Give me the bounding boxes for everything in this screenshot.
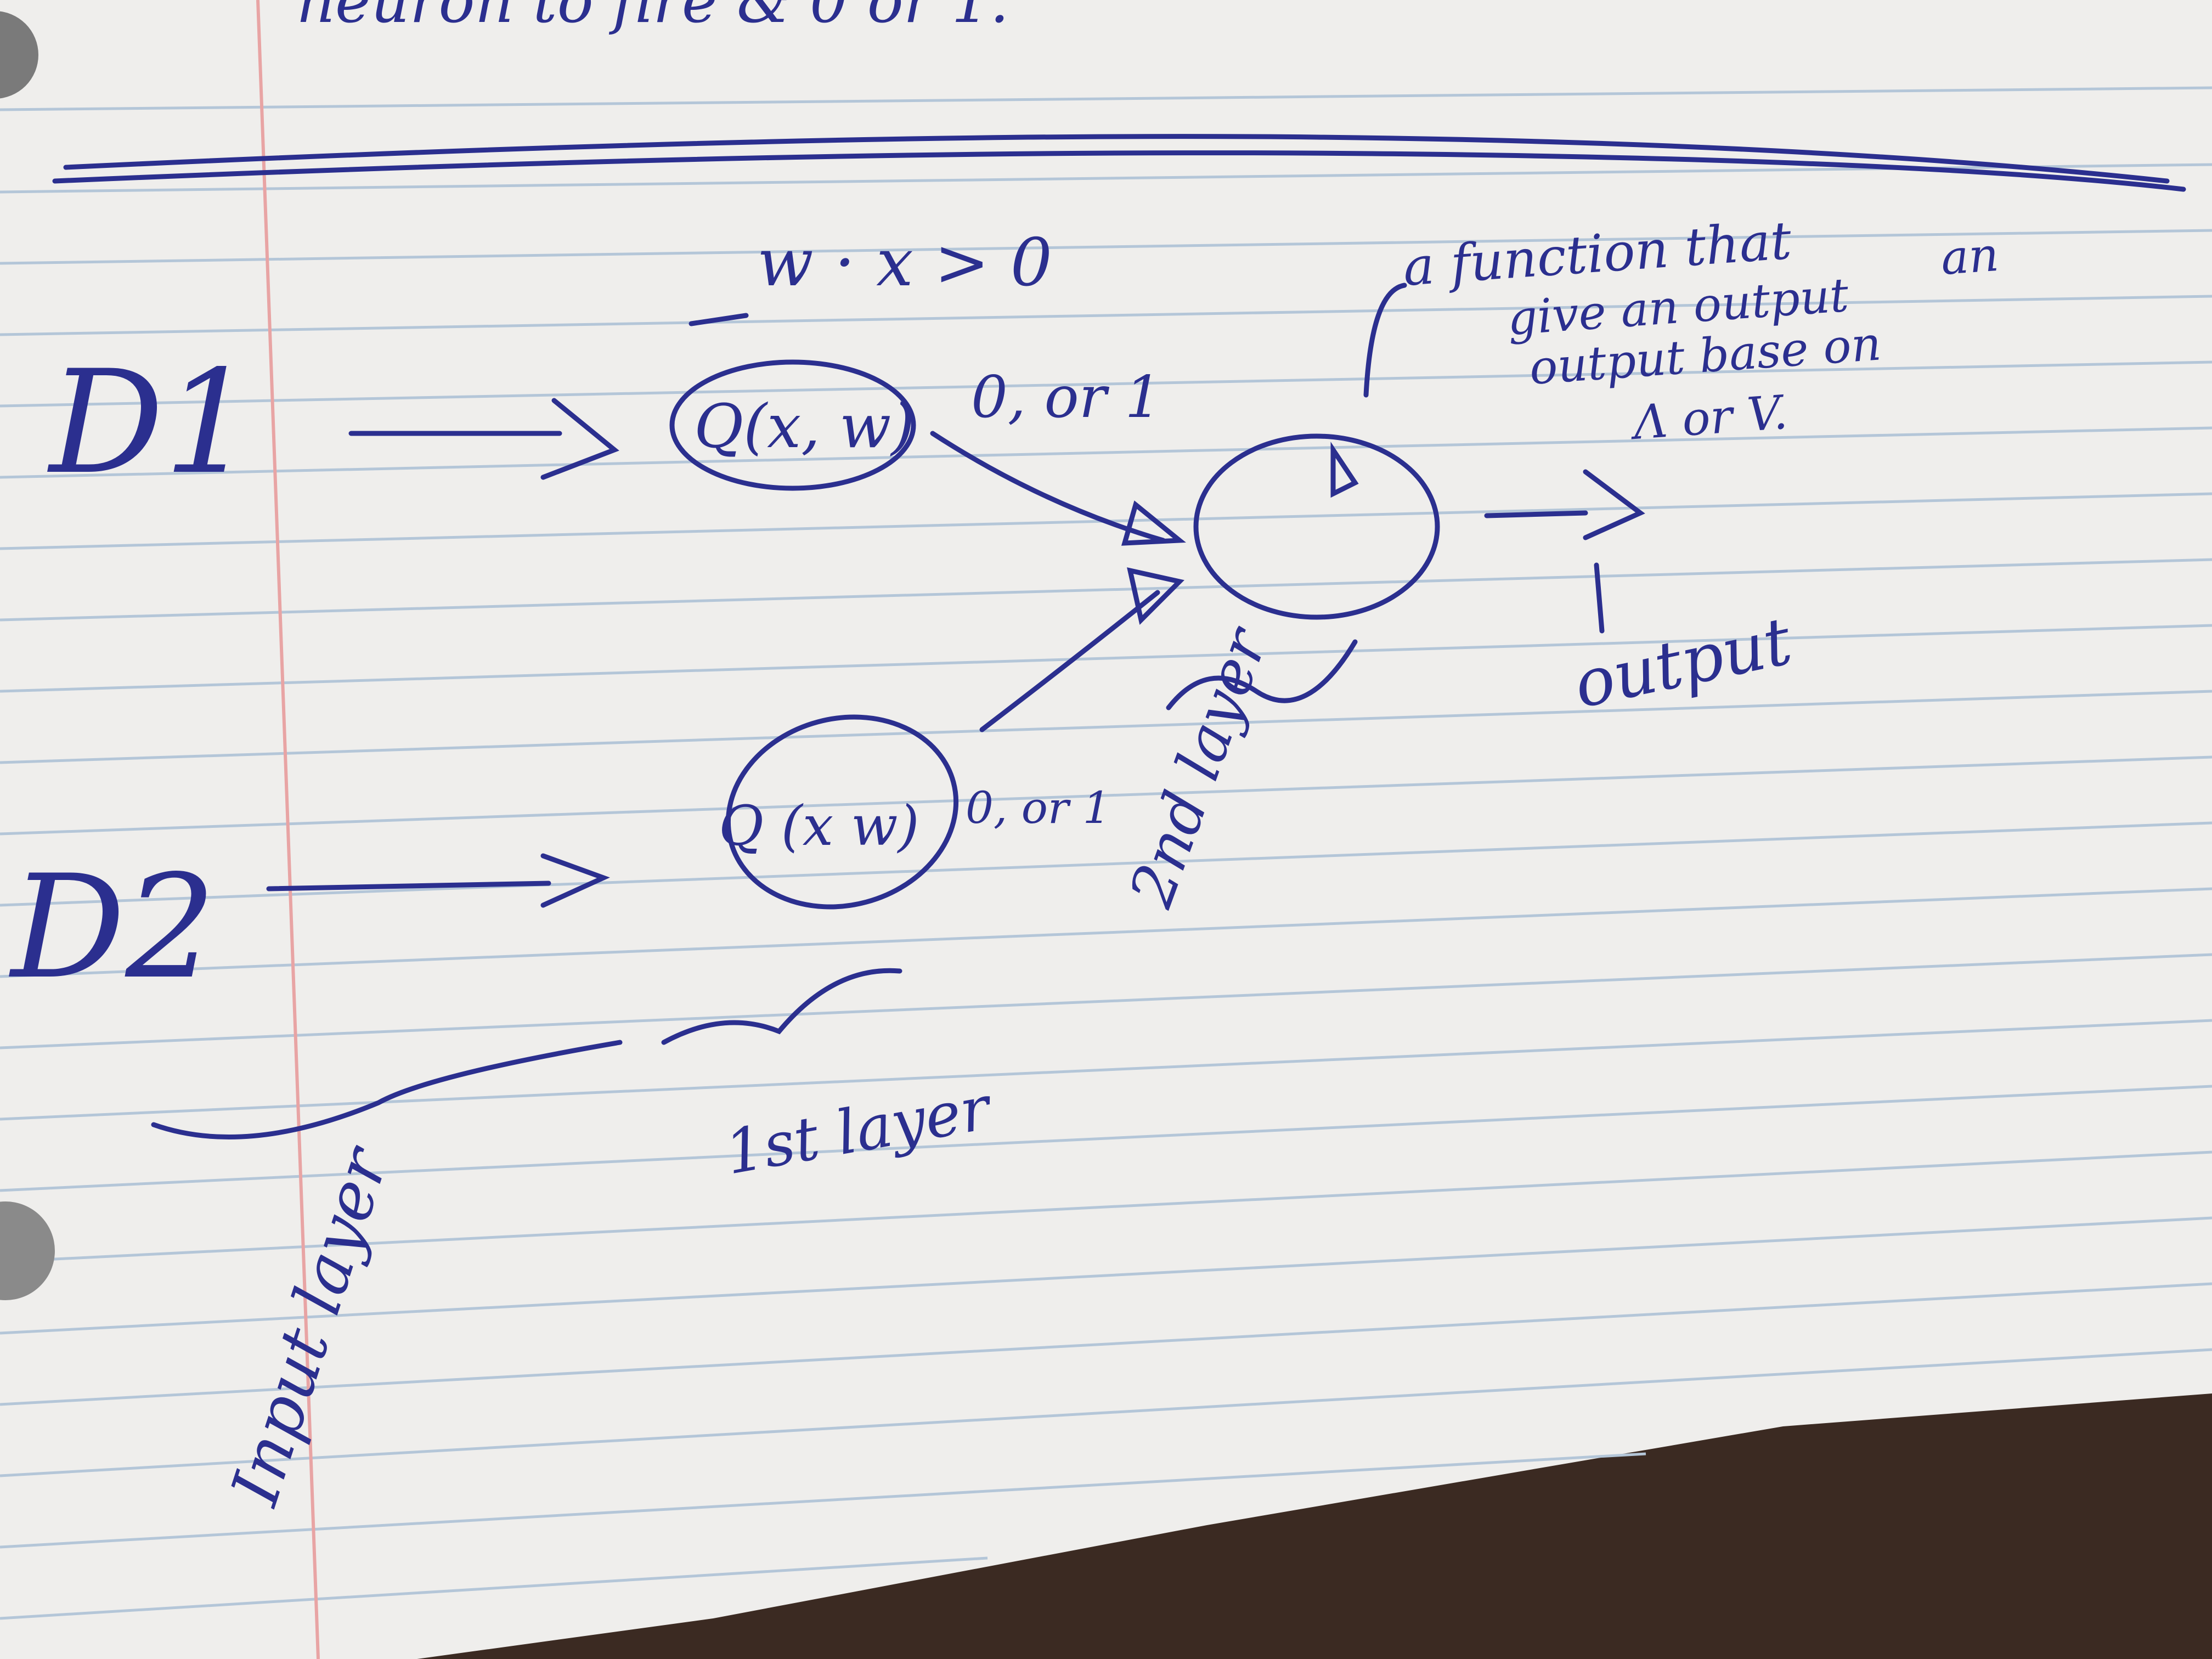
top-note: neuron to fire & 0 or 1. — [296, 0, 1009, 36]
arrow-d1-head — [540, 398, 619, 480]
neuron-first-label: Q(x, w) — [694, 391, 915, 461]
margin-line — [256, 0, 320, 1659]
brace-input-layer — [151, 1040, 623, 1139]
annotation-pointer — [1363, 283, 1407, 398]
annotation-line-5: Λ or V. — [1628, 386, 1790, 451]
arrowhead-in-1 — [1121, 500, 1186, 546]
brace-second-layer — [1166, 639, 1358, 710]
neuron-first-circle — [669, 359, 916, 491]
input-d1-label: D1 — [47, 340, 255, 506]
neuron-second-circle — [725, 714, 959, 910]
link-second-to-output — [979, 590, 1160, 732]
annotation-block: a function that give an output output ba… — [1401, 211, 2001, 451]
arrow-d2 — [266, 881, 551, 891]
underline-condition — [689, 313, 749, 326]
second-output-values: 0, or 1 — [966, 782, 1111, 833]
condition-text: w · x > 0 — [757, 225, 1052, 301]
arrow-d2-head — [540, 853, 610, 908]
arrowhead-top — [1330, 442, 1359, 498]
input-d2-label: D2 — [9, 845, 216, 1011]
binder-hole-top — [0, 11, 38, 99]
binder-hole-bottom — [0, 1201, 55, 1300]
output-arrow — [1484, 510, 1588, 518]
output-pointer — [1594, 562, 1605, 634]
output-arrow-head — [1583, 469, 1645, 540]
arrowhead-in-2 — [1127, 567, 1184, 625]
first-output-values: 0, or 1 — [971, 364, 1161, 431]
brace-first-layer — [661, 968, 902, 1045]
top-note-text: neuron to fire & 0 or 1. — [296, 0, 1009, 36]
separator-line-2 — [52, 150, 2186, 192]
neuron-second-label: Q (x w) — [719, 794, 919, 858]
annotation-line-4: an — [1939, 228, 2001, 286]
neuron-output-circle — [1193, 433, 1440, 620]
separator-line — [63, 134, 2170, 184]
